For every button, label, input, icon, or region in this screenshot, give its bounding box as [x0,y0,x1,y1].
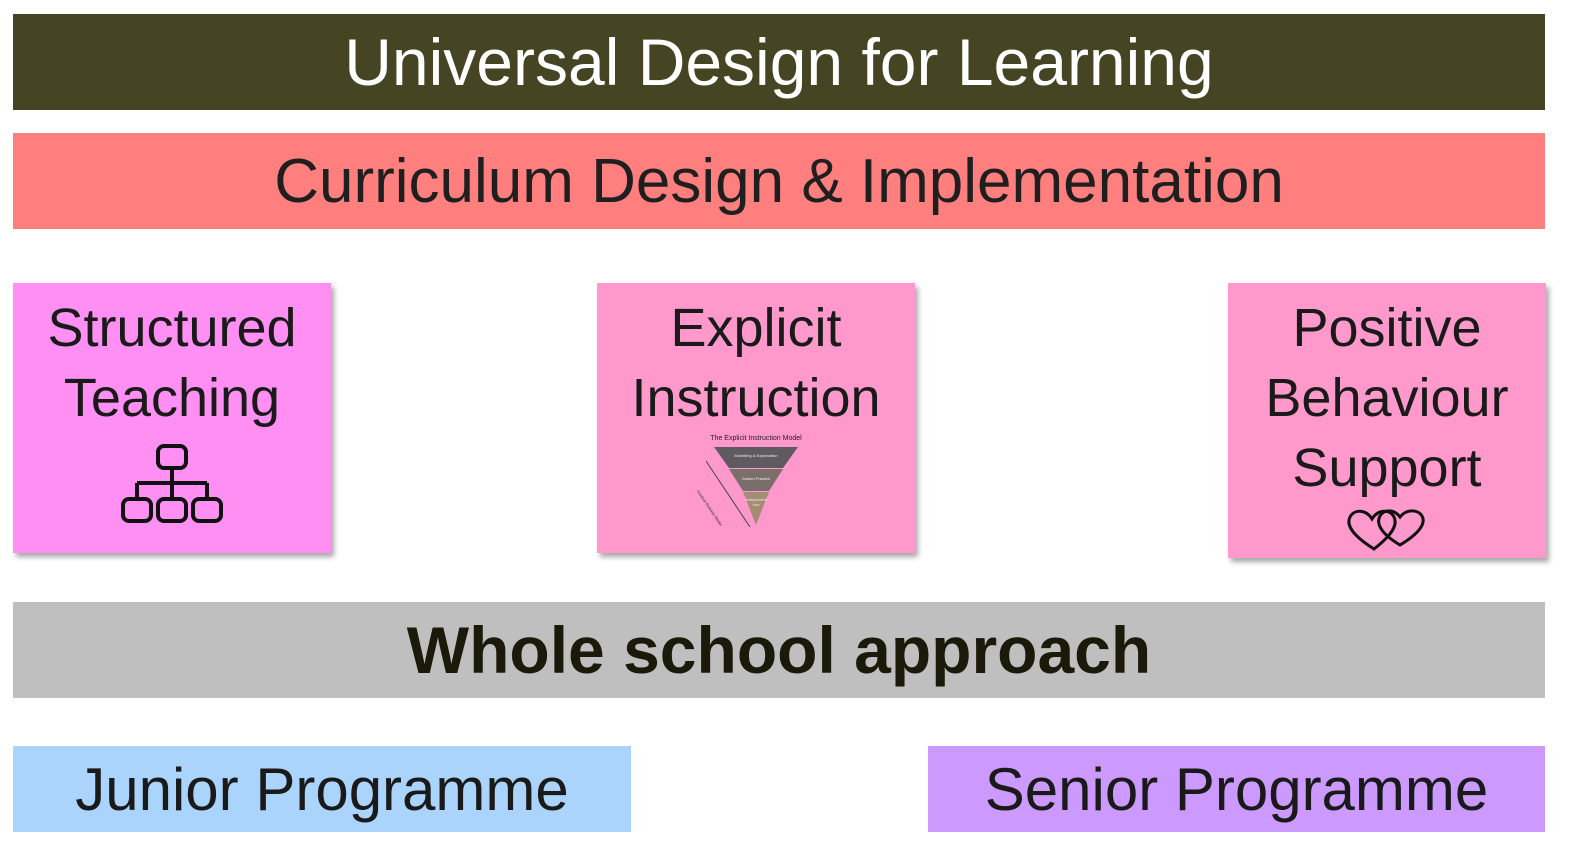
junior-programme-box: Junior Programme [13,746,631,832]
positive-behaviour-support-card: Positive Behaviour Support [1228,283,1546,558]
curriculum-banner: Curriculum Design & Implementation [13,133,1545,229]
positive-behaviour-support-title: Positive Behaviour Support [1265,298,1509,498]
org-chart-icon [117,443,227,534]
explicit-instruction-title: Explicit Instruction [631,298,881,428]
udl-title: Universal Design for Learning [344,25,1214,99]
whole-school-banner: Whole school approach [13,602,1545,698]
udl-banner: Universal Design for Learning [13,14,1545,110]
senior-programme-box: Senior Programme [928,746,1545,832]
junior-programme-label: Junior Programme [75,755,569,823]
model-layer-3: Independent Use [744,497,768,507]
structured-teaching-card: Structured Teaching [13,283,331,553]
curriculum-title: Curriculum Design & Implementation [274,146,1284,216]
explicit-instruction-card: Explicit Instruction The Explicit Instru… [597,283,915,553]
hearts-icon [1344,505,1430,560]
whole-school-title: Whole school approach [406,613,1152,687]
explicit-instruction-model-graphic: The Explicit Instruction Model Modelling… [696,435,806,531]
model-layer-1: Modelling & Explanation [734,453,778,458]
senior-programme-label: Senior Programme [984,755,1489,823]
model-title: The Explicit Instruction Model [710,435,802,442]
structured-teaching-title: Structured Teaching [47,298,297,428]
model-layer-2: Guided Practice [741,476,771,481]
